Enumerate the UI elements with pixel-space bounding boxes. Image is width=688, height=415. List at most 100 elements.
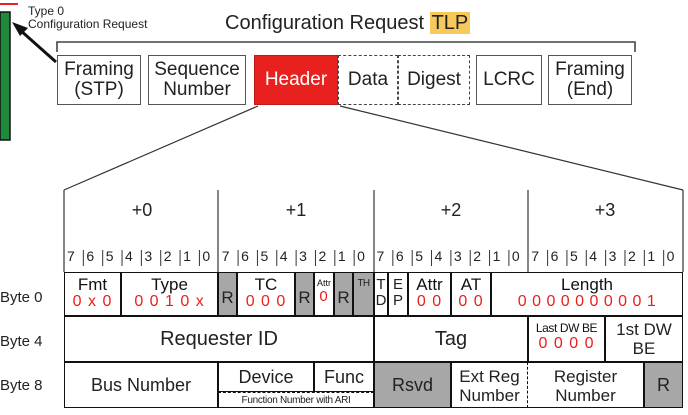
- first-dw-be-line1: 1st DW: [616, 320, 672, 339]
- register-line2: Number: [555, 386, 616, 405]
- bit-number: 1: [492, 248, 501, 264]
- bit-number: 5: [569, 248, 578, 264]
- field-reserved-3: R: [334, 272, 353, 316]
- register-line1: Register: [553, 367, 618, 386]
- row-label-byte8: Byte 8: [0, 377, 43, 394]
- bit-number: 6: [550, 248, 559, 264]
- bit-number: 6: [395, 248, 404, 264]
- lcrc-label: LCRC: [483, 69, 535, 90]
- attr-small-name: Attr: [316, 278, 331, 288]
- bit-number: 5: [260, 248, 269, 264]
- tlp-field-lcrc: LCRC: [476, 55, 542, 105]
- field-fmt: Fmt 0 x 0: [64, 272, 121, 316]
- bit-ticks: [82, 250, 665, 266]
- bit-number: 7: [376, 248, 385, 264]
- bit-number: 5: [415, 248, 423, 264]
- field-reserved-1: R: [218, 272, 237, 316]
- field-attr-bit: Attr 0: [314, 272, 334, 316]
- tlp-field-framing-end: Framing (End): [548, 55, 632, 105]
- at-name: AT: [460, 275, 482, 294]
- tlp-field-framing-stp: Framing (STP): [57, 55, 141, 105]
- bit-number: 2: [627, 248, 636, 264]
- bit-number: 7: [531, 248, 540, 264]
- field-tc: TC 0 0 0: [237, 272, 295, 316]
- field-ep: E P: [388, 272, 408, 316]
- header-label: Header: [264, 69, 328, 90]
- bit-number: 7: [67, 248, 75, 264]
- tlp-title-highlight: TLP: [429, 12, 471, 34]
- tlp-title-text: Configuration Request: [225, 12, 425, 34]
- tlp-title: Configuration Request TLP: [225, 11, 471, 35]
- field-first-dw-be: 1st DW BE: [605, 316, 683, 362]
- framing-stp-line1: Framing: [64, 59, 134, 80]
- framing-stp-line2: (STP): [74, 79, 124, 100]
- zoom-line-left: [63, 105, 259, 191]
- bit-number: 6: [241, 248, 249, 264]
- tc-name: TC: [254, 275, 278, 294]
- field-type: Type 0 0 1 0 x: [121, 272, 218, 316]
- bit-number: 0: [666, 248, 675, 264]
- field-at: AT 0 0: [451, 272, 491, 316]
- bit-number: 0: [202, 248, 211, 264]
- bit-number: 6: [86, 248, 95, 264]
- data-label: Data: [347, 69, 389, 90]
- last-dw-be-name: Last DW BE: [535, 321, 598, 335]
- field-register-number: Register Number: [528, 362, 644, 408]
- tlp-type-line2: Configuration Request: [28, 17, 148, 31]
- last-dw-be-value: 0 0 0 0: [538, 335, 595, 352]
- tlp-bracket: [56, 41, 636, 52]
- bit-number: 5: [105, 248, 114, 264]
- type-value: 0 0 1 0 x: [134, 293, 205, 310]
- bit-number: 3: [144, 248, 153, 264]
- tlp-type-label: Type 0 Configuration Request: [28, 5, 147, 31]
- field-device: Device: [218, 362, 314, 392]
- digest-label: Digest: [407, 69, 461, 90]
- tlp-type-line1: Type 0: [28, 4, 65, 18]
- field-bus-number: Bus Number: [64, 362, 218, 408]
- bit-number: 1: [647, 248, 656, 264]
- ep-line2: P: [392, 292, 403, 309]
- field-reserved-2: R: [295, 272, 314, 316]
- tlp-field-header: Header: [254, 55, 338, 105]
- ep-line1: E: [392, 276, 403, 293]
- zoom-line-right: [339, 105, 684, 191]
- arrow-head: [12, 22, 28, 36]
- bit-number: 2: [318, 248, 327, 264]
- byte-offset-0: +0: [131, 200, 153, 220]
- bit-number: 3: [453, 248, 462, 264]
- bit-number: 1: [337, 248, 346, 264]
- tlp-field-data: Data: [338, 55, 398, 105]
- row-label-byte4: Byte 4: [0, 333, 43, 350]
- byte-offset-2: +2: [440, 200, 462, 220]
- function-number-note: Function Number with ARI: [218, 392, 374, 408]
- field-rsvd: Rsvd: [374, 362, 451, 408]
- td-line2: D: [375, 292, 387, 309]
- field-td: T D: [374, 272, 388, 316]
- first-dw-be-line2: BE: [632, 339, 656, 358]
- bit-number: 2: [473, 248, 482, 264]
- byte-offset-3: +3: [594, 200, 616, 220]
- bit-number: 3: [299, 248, 307, 264]
- fmt-name: Fmt: [77, 275, 108, 294]
- row-label-byte0: Byte 0: [0, 289, 43, 306]
- field-tag: Tag: [374, 316, 528, 362]
- field-requester-id: Requester ID: [64, 316, 374, 362]
- bit-number: 4: [279, 248, 288, 264]
- framing-end-line2: (End): [566, 79, 614, 100]
- bit-number: 1: [183, 248, 191, 264]
- field-func: Func: [314, 362, 374, 392]
- arrow-line: [19, 28, 57, 64]
- attr-name: Attr: [416, 275, 443, 294]
- bit-number: 0: [357, 248, 365, 264]
- fmt-value: 0 x 0: [72, 293, 113, 310]
- at-value: 0 0: [458, 293, 484, 310]
- tlp-field-sequence-number: Sequence Number: [148, 55, 246, 105]
- bit-number: 0: [511, 248, 520, 264]
- attr-small-value: 0: [319, 288, 329, 305]
- ext-reg-line2: Number: [459, 386, 520, 405]
- length-value: 0 0 0 0 0 0 0 0 0 1: [517, 293, 657, 310]
- sequence-number-line1: Sequence: [154, 59, 240, 80]
- byte-offset-1: +1: [285, 200, 307, 220]
- field-th: TH: [353, 272, 374, 316]
